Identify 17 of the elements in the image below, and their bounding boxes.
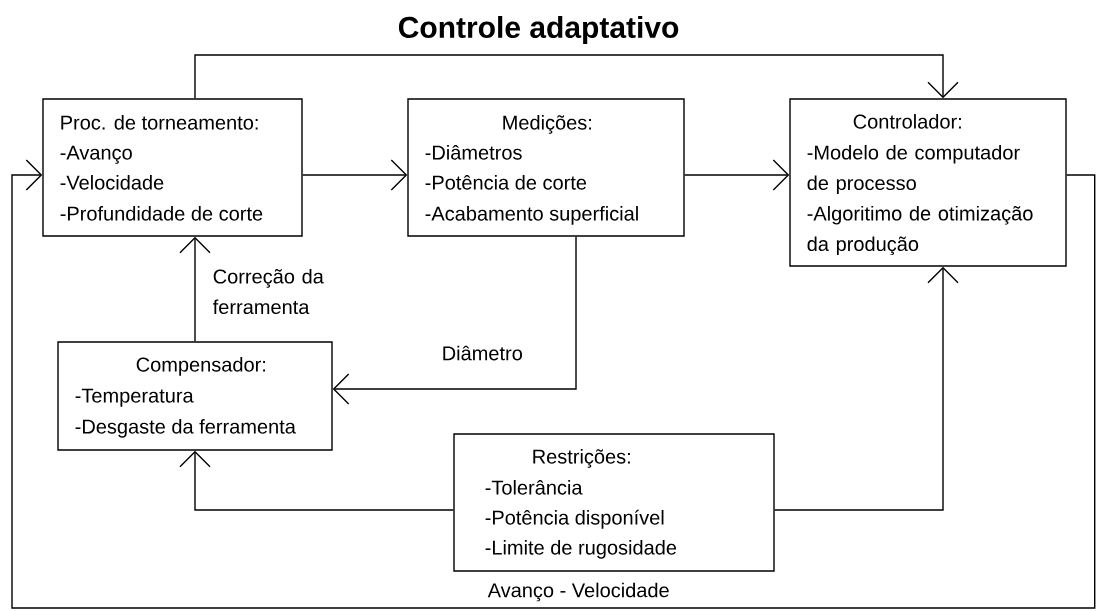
process-box: Restrições: -Tolerância -Potência disponível -Limite de rugosidade	[453, 433, 775, 572]
arrow	[684, 159, 790, 191]
arrow	[179, 236, 211, 342]
arrow	[774, 266, 959, 511]
edge-label: Diâmetro	[440, 344, 524, 362]
process-box: Controlador: -Modelo de computador de processo -Algoritimo de otimização da produção	[789, 98, 1067, 267]
arrow	[194, 54, 959, 99]
process-box: Proc. de torneamento: -Avanço -Velocidade -Profundidade de corte	[42, 98, 303, 237]
edge-label: Correção da ferramenta	[211, 267, 339, 316]
arrow	[179, 450, 454, 511]
arrow	[302, 159, 408, 191]
process-box: Compensador: -Temperatura -Desgaste da ferramenta	[57, 341, 333, 451]
title: Controle adaptativo	[398, 16, 679, 44]
arrow	[332, 236, 577, 405]
signal-label: Avanço - Velocidade	[486, 581, 671, 603]
process-box: Medições: -Diâmetros -Potência de corte -Acabamento superficial	[407, 98, 685, 237]
arrow	[11, 159, 1096, 609]
